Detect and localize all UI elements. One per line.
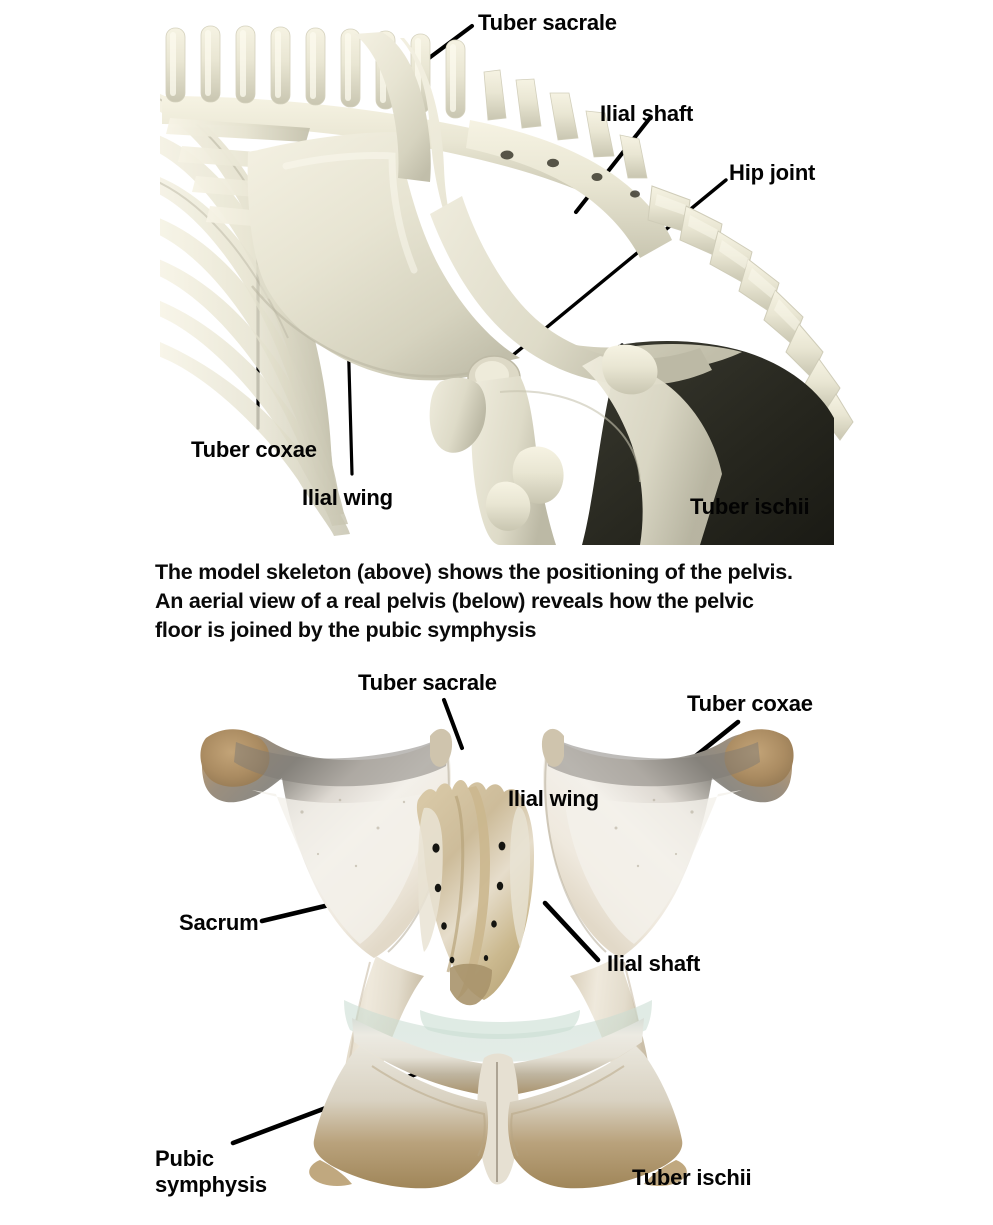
label-bot-sacrum: Sacrum: [179, 910, 259, 935]
label-bot-tuber-ischii: Tuber ischii: [632, 1165, 752, 1190]
obturator-outline: [499, 390, 641, 483]
figure-caption: The model skeleton (above) shows the pos…: [155, 558, 855, 646]
caption-line-1: The model skeleton (above) shows the pos…: [155, 560, 793, 584]
ischium-left: [309, 1046, 489, 1189]
label-bot-ilial-shaft: Ilial shaft: [607, 951, 701, 976]
caption-line-3: floor is joined by the pubic symphysis: [155, 618, 537, 643]
sacrum: [416, 779, 534, 1006]
ilial-wing-left: [200, 729, 451, 958]
label-top-tuber-ischii: Tuber ischii: [690, 494, 810, 519]
label-top-tuber-coxae: Tuber coxae: [191, 437, 317, 462]
tuber-sacrale-pair: [430, 728, 564, 767]
sacrum-and-tail: [466, 69, 854, 441]
caption-line-2: An aerial view of a real pelvis (below) …: [155, 589, 754, 614]
label-top-tuber-sacrale: Tuber sacrale: [478, 10, 617, 35]
label-bot-pubic-symphysis-line2: symphysis: [155, 1171, 267, 1197]
pubis-and-symphysis: [352, 1018, 644, 1185]
label-bot-tuber-coxae: Tuber coxae: [687, 691, 813, 716]
label-bot-tuber-sacrale: Tuber sacrale: [358, 670, 497, 695]
ischium-right: [507, 1046, 687, 1189]
ilium: [247, 32, 742, 386]
label-top-hip-joint: Hip joint: [729, 160, 816, 185]
label-bot-pubic-symphysis: Pubic symphysis: [155, 1146, 335, 1198]
hip-joint-and-femur: [429, 344, 722, 545]
label-top-ilial-shaft: Ilial shaft: [600, 101, 694, 126]
label-bot-ilial-wing: Ilial wing: [508, 786, 599, 811]
ilial-wing-right: [543, 729, 794, 958]
label-top-ilial-wing: Ilial wing: [302, 485, 393, 510]
pelvic-ligament-film: [344, 1000, 652, 1062]
model-skeleton-illustration: [160, 25, 854, 545]
label-bot-pubic-symphysis-line1: Pubic: [155, 1146, 214, 1171]
symphysis-cartilage: [420, 1010, 580, 1039]
